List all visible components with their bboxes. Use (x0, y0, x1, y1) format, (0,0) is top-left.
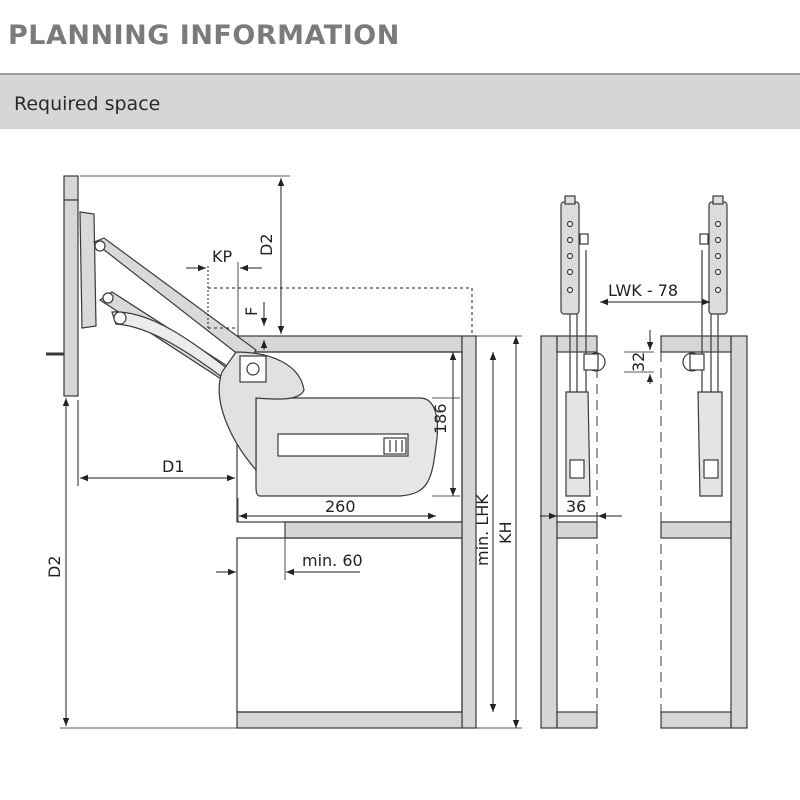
right-cabinet-shelf (660, 521, 732, 539)
right-cabinet-top (660, 335, 732, 353)
label-d2-side: D2 (45, 556, 64, 579)
label-f: F (242, 307, 261, 316)
left-side-view (46, 175, 477, 729)
cabinet-bottom-panel (236, 711, 463, 729)
label-186: 186 (431, 403, 450, 434)
cover-slot (277, 433, 409, 457)
section-header-bar: Required space (0, 73, 800, 129)
label-32: 32 (629, 352, 648, 372)
label-kp: KP (212, 247, 232, 266)
label-lwk-78: LWK - 78 (608, 281, 678, 300)
label-36: 36 (566, 497, 586, 516)
label-d1: D1 (162, 457, 185, 476)
right-cabinet-bottom (660, 711, 732, 729)
label-260: 260 (325, 497, 356, 516)
mechanism-hub-pin (246, 362, 260, 376)
label-d2-top: D2 (257, 234, 276, 257)
left-cabinet-side (540, 335, 558, 729)
label-min-60: min. 60 (302, 551, 363, 570)
right-cabinet-side (730, 335, 748, 729)
left-cabinet-shelf (556, 521, 598, 539)
cabinet-top-panel (236, 335, 463, 353)
left-cabinet-bottom (556, 711, 598, 729)
cabinet-interior-lower (236, 537, 463, 713)
door-mounting-plate (79, 211, 97, 329)
right-fitting-body (697, 391, 723, 497)
front-door (63, 199, 79, 397)
label-kh: KH (496, 521, 515, 544)
left-dimension-lines (60, 175, 522, 729)
adjuster (383, 437, 407, 455)
cabinet-shelf (284, 521, 463, 539)
right-front-view (540, 195, 748, 729)
pivot-link (113, 311, 127, 325)
lever-arm-upper (92, 237, 257, 363)
section-title: Required space (14, 93, 161, 115)
pivot-upper (94, 240, 106, 252)
page-title: PLANNING INFORMATION (8, 20, 400, 51)
dimension-labels: KP F D2 D1 D2 260 186 min. 60 min. LHK K… (45, 234, 678, 579)
right-dimension-lines (540, 298, 710, 520)
left-fitting-body (565, 391, 591, 497)
front-door-cap (63, 175, 79, 201)
label-min-lhk: min. LHK (473, 494, 492, 566)
pivot-lower (102, 292, 114, 304)
